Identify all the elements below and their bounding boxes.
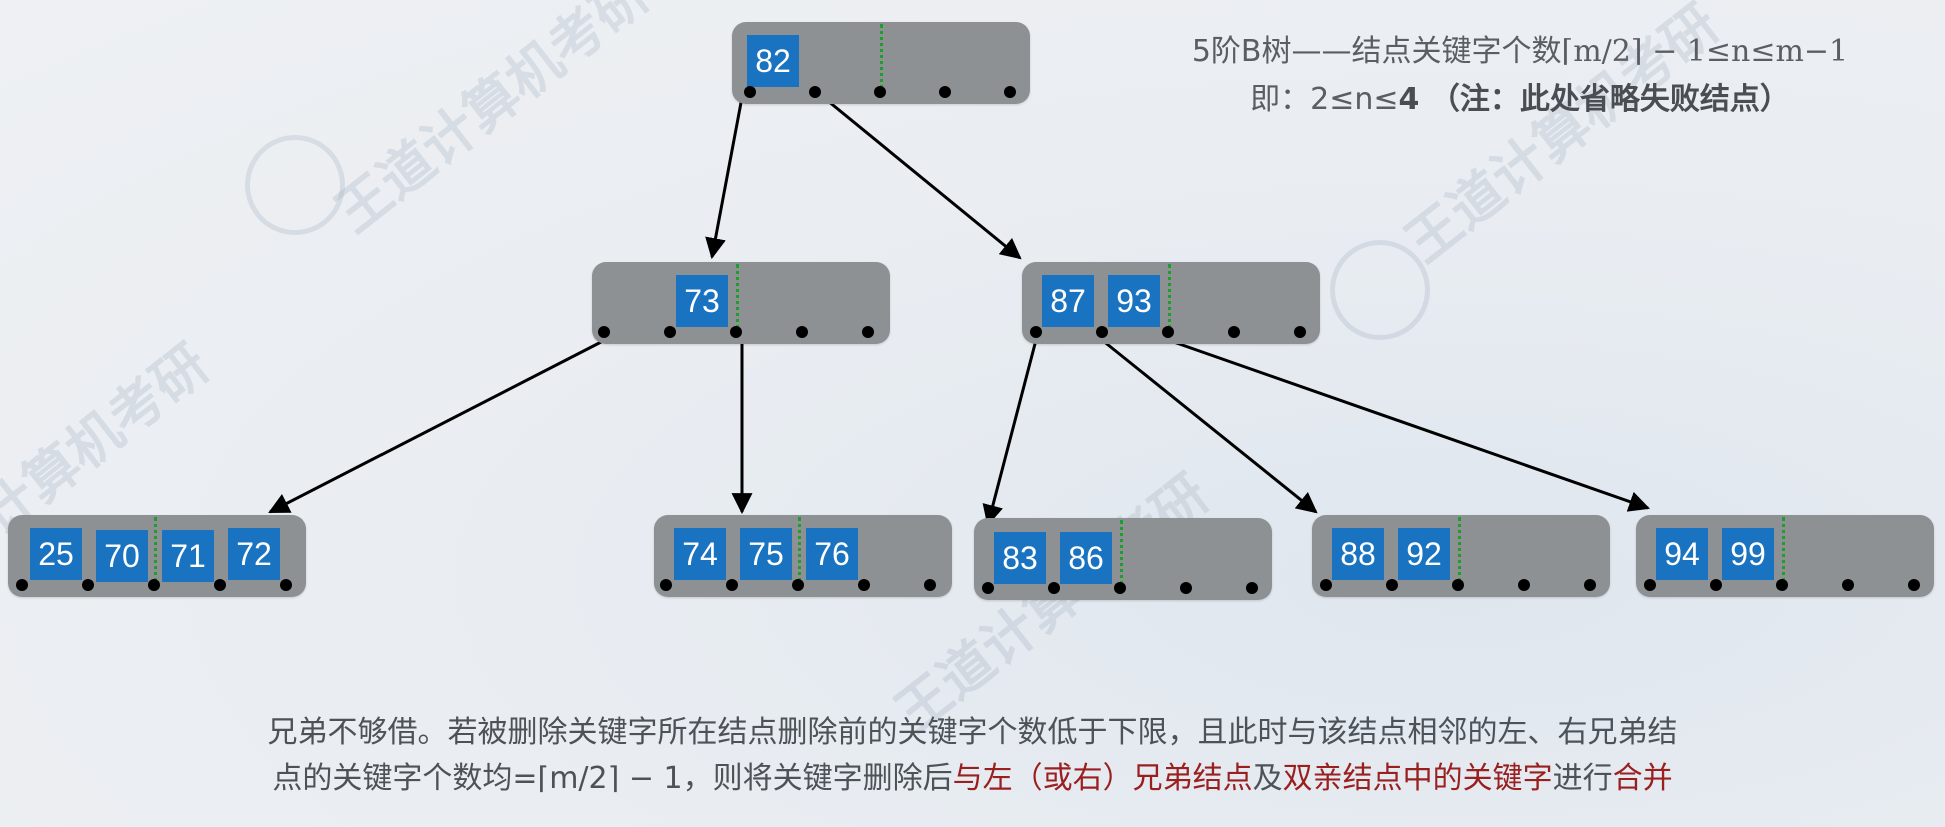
tree-edge-arrow bbox=[1101, 338, 1318, 514]
child-pointer bbox=[1842, 579, 1854, 591]
child-pointer bbox=[82, 579, 94, 591]
description-line-2: 点的关键字个数均=⌈m/2⌉ − 1，则将关键字删除后与左（或右）兄弟结点及双亲… bbox=[0, 756, 1945, 802]
tree-node-root: 82 bbox=[732, 22, 1030, 104]
heading-line-2: 即：2≤n≤4 （注：此处省略失败结点） bbox=[1140, 76, 1900, 124]
key-25: 25 bbox=[30, 528, 82, 580]
tree-edge-arrow bbox=[816, 90, 1022, 260]
tree-node-87-93: 87 93 bbox=[1022, 262, 1320, 344]
key-82: 82 bbox=[747, 35, 799, 87]
child-pointer bbox=[809, 86, 821, 98]
key-92: 92 bbox=[1398, 528, 1450, 580]
child-pointer bbox=[1048, 582, 1060, 594]
tree-node-73: 73 bbox=[592, 262, 890, 344]
child-pointer bbox=[1096, 326, 1108, 338]
key-76: 76 bbox=[806, 528, 858, 580]
child-pointer bbox=[1180, 582, 1192, 594]
node-capacity-divider bbox=[154, 517, 157, 589]
tree-edge-arrow bbox=[1167, 338, 1650, 512]
tree-node-leaf-25-72: 25 70 71 72 bbox=[8, 515, 306, 597]
key-72: 72 bbox=[228, 528, 280, 580]
child-pointer bbox=[1776, 579, 1788, 591]
child-pointer bbox=[1518, 579, 1530, 591]
child-pointer bbox=[1228, 326, 1240, 338]
merge-description: 兄弟不够借。若被删除关键字所在结点删除前的关键字个数低于下限，且此时与该结点相邻… bbox=[0, 710, 1945, 802]
key-74: 74 bbox=[674, 528, 726, 580]
child-pointer bbox=[1246, 582, 1258, 594]
description-line-2-c: 进行 bbox=[1552, 761, 1613, 796]
child-pointer bbox=[982, 582, 994, 594]
key-73: 73 bbox=[676, 275, 728, 327]
child-pointer bbox=[1386, 579, 1398, 591]
node-capacity-divider bbox=[736, 264, 739, 336]
node-capacity-divider bbox=[880, 24, 883, 96]
child-pointer bbox=[792, 579, 804, 591]
key-93: 93 bbox=[1108, 275, 1160, 327]
child-pointer bbox=[1030, 326, 1042, 338]
child-pointer bbox=[744, 86, 756, 98]
tree-edge-arrow bbox=[268, 338, 606, 514]
child-pointer bbox=[1452, 579, 1464, 591]
child-pointer bbox=[730, 326, 742, 338]
node-capacity-divider bbox=[1120, 520, 1123, 592]
description-highlight-sibling: 与左（或右）兄弟结点 bbox=[952, 761, 1253, 796]
child-pointer bbox=[1294, 326, 1306, 338]
b-tree-rule-heading: 5阶B树——结点关键字个数⌈m/2⌉ − 1≤n≤m−1 即：2≤n≤4 （注：… bbox=[1140, 28, 1900, 124]
child-pointer bbox=[1320, 579, 1332, 591]
child-pointer bbox=[1908, 579, 1920, 591]
key-86: 86 bbox=[1060, 532, 1112, 584]
child-pointer bbox=[280, 579, 292, 591]
key-94: 94 bbox=[1656, 528, 1708, 580]
child-pointer bbox=[796, 326, 808, 338]
child-pointer bbox=[1584, 579, 1596, 591]
tree-node-leaf-74-76: 74 75 76 bbox=[654, 515, 952, 597]
description-highlight-parent-key: 双亲结点中的关键字 bbox=[1282, 761, 1553, 796]
key-70: 70 bbox=[96, 530, 148, 582]
child-pointer bbox=[664, 326, 676, 338]
child-pointer bbox=[1710, 579, 1722, 591]
child-pointer bbox=[924, 579, 936, 591]
node-capacity-divider bbox=[798, 517, 801, 589]
description-line-1: 兄弟不够借。若被删除关键字所在结点删除前的关键字个数低于下限，且此时与该结点相邻… bbox=[267, 715, 1678, 750]
heading-line-1-formula: ⌈m/2⌉ − 1≤n≤m−1 bbox=[1561, 34, 1849, 69]
heading-line-2-note: 4 （注：此处省略失败结点） bbox=[1398, 82, 1790, 117]
child-pointer bbox=[726, 579, 738, 591]
tree-node-leaf-94-99: 94 99 bbox=[1636, 515, 1934, 597]
child-pointer bbox=[862, 326, 874, 338]
key-71: 71 bbox=[162, 530, 214, 582]
child-pointer bbox=[1004, 86, 1016, 98]
key-99: 99 bbox=[1722, 528, 1774, 580]
tree-node-leaf-88-92: 88 92 bbox=[1312, 515, 1610, 597]
node-capacity-divider bbox=[1168, 264, 1171, 336]
child-pointer bbox=[1162, 326, 1174, 338]
child-pointer bbox=[939, 86, 951, 98]
description-line-2-a: 点的关键字个数均=⌈m/2⌉ − 1，则将关键字删除后 bbox=[272, 761, 953, 796]
child-pointer bbox=[1114, 582, 1126, 594]
heading-line-2-prefix: 即：2≤n≤ bbox=[1250, 82, 1399, 117]
key-75: 75 bbox=[740, 528, 792, 580]
child-pointer bbox=[858, 579, 870, 591]
tree-edge-arrow bbox=[705, 91, 745, 260]
heading-line-1: 5阶B树——结点关键字个数⌈m/2⌉ − 1≤n≤m−1 bbox=[1140, 28, 1900, 76]
child-pointer bbox=[874, 86, 886, 98]
child-pointer bbox=[660, 579, 672, 591]
tree-node-leaf-83-86: 83 86 bbox=[974, 518, 1272, 600]
key-83: 83 bbox=[994, 532, 1046, 584]
key-87: 87 bbox=[1042, 275, 1094, 327]
heading-line-1-prefix: 5阶B树——结点关键字个数 bbox=[1191, 34, 1562, 69]
tree-edge-arrow bbox=[982, 339, 1038, 527]
key-88: 88 bbox=[1332, 528, 1384, 580]
node-capacity-divider bbox=[1458, 517, 1461, 589]
child-pointer bbox=[214, 579, 226, 591]
child-pointer bbox=[148, 579, 160, 591]
description-highlight-merge: 合并 bbox=[1612, 761, 1673, 796]
child-pointer bbox=[16, 579, 28, 591]
child-pointer bbox=[1644, 579, 1656, 591]
child-pointer bbox=[598, 326, 610, 338]
description-line-2-b: 及 bbox=[1252, 761, 1283, 796]
node-capacity-divider bbox=[1782, 517, 1785, 589]
